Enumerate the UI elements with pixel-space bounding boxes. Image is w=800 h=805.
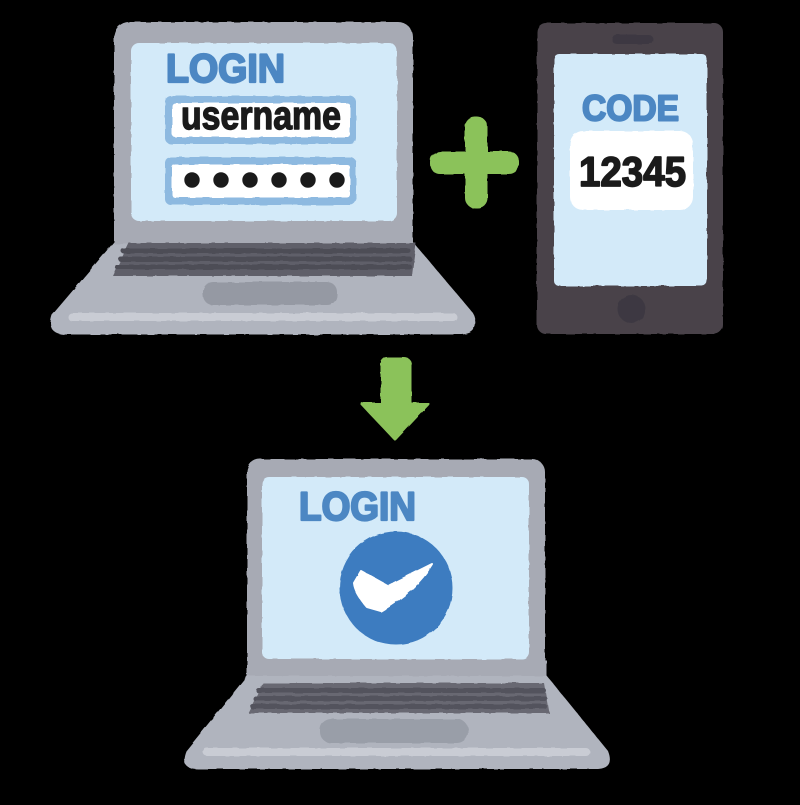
svg-text:LOGIN: LOGIN	[299, 485, 416, 529]
svg-text:CODE: CODE	[582, 88, 679, 129]
svg-text:username: username	[181, 94, 341, 138]
svg-text:LOGIN: LOGIN	[166, 47, 285, 91]
svg-text:12345: 12345	[579, 148, 686, 195]
